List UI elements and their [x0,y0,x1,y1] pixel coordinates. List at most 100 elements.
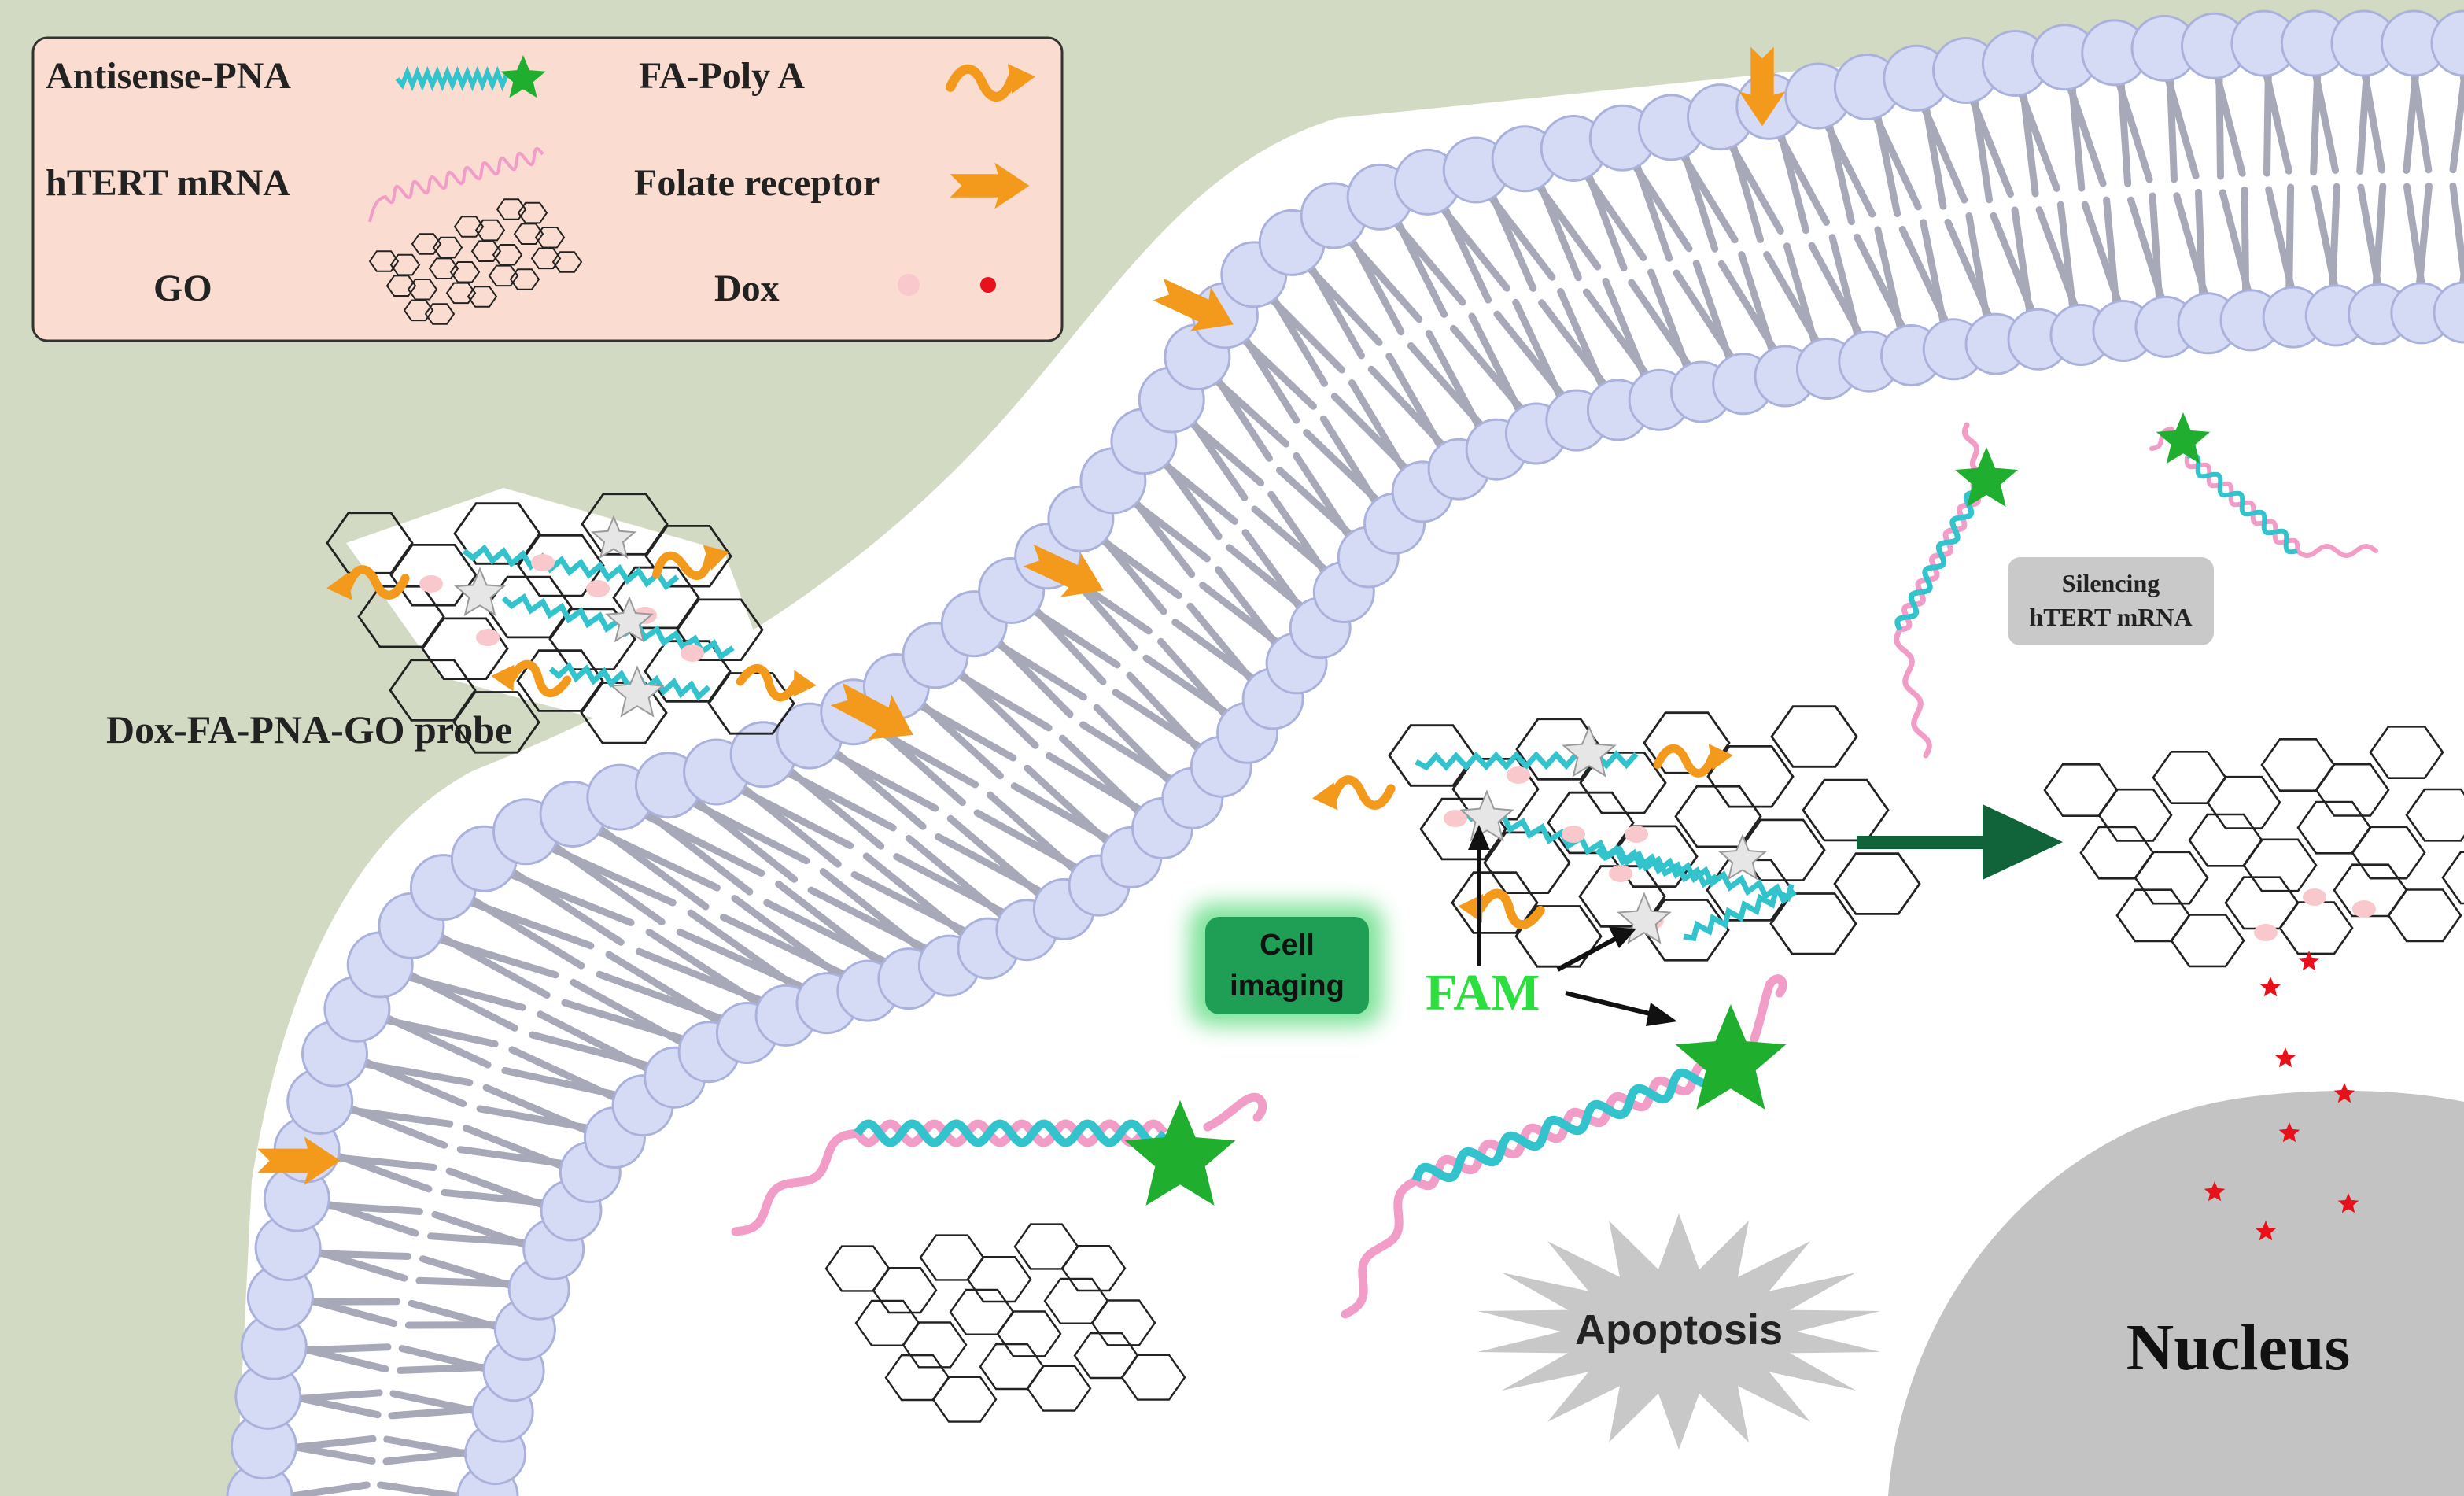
go-hexagon [2043,763,2119,817]
legend-box: Antisense-PNA hTERT mRNA GO FA-Poly A Fo… [31,36,1064,342]
dox-fa-pna-go-probe [326,488,818,754]
probe-label: Dox-FA-PNA-GO probe [106,707,512,752]
go-hexagon [1090,1299,1156,1346]
dox-dot-icon [2333,1083,2355,1103]
go-hexagon [411,233,442,255]
go-hexagon [424,303,456,325]
dox-dot-icon [419,575,443,593]
go-hexagon [551,251,583,273]
go-hexagon [2441,851,2464,905]
dox-dot-icon [1625,826,1648,843]
go-hexagon [403,299,434,322]
go-hexagon [884,1354,950,1402]
lipid-head [2433,281,2464,344]
go-hexagon [492,244,523,266]
go-hexagon [1388,724,1476,787]
silencing-htert-badge: Silencing hTERT mRNA [2008,557,2214,645]
go-hexagon [919,1234,985,1281]
go-hexagon [2387,888,2462,943]
legend-label-antisense-pna: Antisense-PNA [46,55,291,97]
go-hexagon [2315,763,2390,817]
go-hexagon [2134,851,2209,905]
go-hexagon [2152,750,2227,805]
pna-strand [462,544,680,591]
go-hexagon [1770,705,1858,768]
go-hexagon [581,493,669,556]
go-hexagon [824,1245,891,1292]
go-hexagon [1802,778,1890,842]
dox-dot-icon [2254,924,2278,941]
silencing-label-line1: Silencing [2062,569,2160,597]
fam-star-icon [1124,1100,1236,1206]
go-hexagon [509,268,540,290]
nucleus-label: Nucleus [2126,1311,2351,1384]
go-hexagon [530,247,562,270]
dox-dot-icon [2278,1122,2300,1143]
go-hexagon [1060,1244,1127,1292]
quenched-fam-star-icon [590,515,637,559]
legend-go-sheet-icon [368,198,583,325]
dox-dot-icon [1444,810,1467,827]
go-hexagon [854,1299,920,1346]
go-hexagon [407,279,438,301]
go-hexagon [996,1310,1062,1357]
go-sheet-dox-release [2043,725,2464,968]
quenched-fam-star-icon [1459,789,1514,842]
go-hexagon [488,264,519,287]
dox-dot-icon [2274,1047,2296,1068]
helix-icon [1341,974,1787,1319]
silencing-label-line2: hTERT mRNA [2029,603,2192,631]
go-hexagon [474,219,506,242]
go-hexagon [467,286,498,308]
cell-imaging-badge: Cell imaging [1190,903,1383,1026]
quenched-fam-star-icon [454,567,506,617]
dox-dot-icon [2298,951,2320,971]
go-hexagon [2224,876,2300,930]
go-hexagon [644,525,732,588]
go-hexagon [1043,1277,1109,1324]
quenched-fam-star-icon [610,665,665,718]
dox-dot-icon [1562,826,1585,843]
go-hexagon [2097,788,2173,842]
quenched-fam-star-icon [1562,725,1617,778]
go-hexagon [1026,1365,1092,1412]
dox-dot-icon [2337,1193,2359,1213]
go-hexagon [368,250,400,272]
pna-strand [1683,883,1795,942]
go-hexagon [534,227,566,249]
go-hexagon [2405,788,2464,842]
go-hexagon [452,691,540,754]
legend-mrna-icon [368,146,544,223]
go-hexagon [432,236,463,259]
legend-dox-light-dot-icon [898,274,920,296]
release-arrow [1857,804,2063,880]
legend-label-dox: Dox [714,268,780,309]
go-hexagon [979,1343,1045,1391]
fa-poly-a-icon [1312,780,1391,811]
legend-dox-dot-icon [980,277,996,293]
go-hexagon [1706,859,1794,922]
go-hexagon [1120,1354,1186,1401]
lipid-bilayer-membrane [226,9,2464,1496]
go-hexagon [2296,800,2372,855]
go-hexagon [517,201,548,224]
go-hexagon [949,1288,1015,1335]
go-hexagon [1579,752,1667,814]
dox-dot-icon [2352,900,2376,918]
go-hexagon [2188,813,2263,867]
go-hexagon [2369,725,2444,780]
dox-dot-icon [2259,977,2281,997]
fam-label: FAM [1426,964,1540,1021]
pna-mrna-duplexes [731,412,2378,1319]
go-hexagon [931,1376,998,1423]
legend-pna-icon [395,55,546,98]
go-hexagon [548,608,636,670]
go-hexagon [445,282,477,305]
go-hexagon [902,1321,968,1369]
apoptosis-label: Apoptosis [1575,1306,1783,1354]
go-hexagon [389,253,421,276]
go-hexagon [1483,831,1571,894]
quenched-fam-star-icon [1718,833,1767,881]
cell-imaging-label-line2: imaging [1230,970,1345,1003]
